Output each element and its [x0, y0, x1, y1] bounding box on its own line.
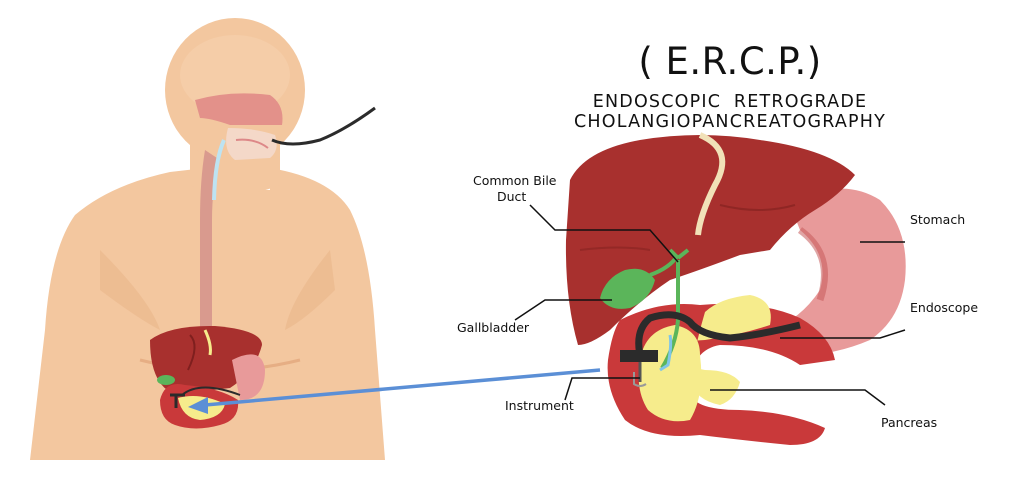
label-gallbladder: Gallbladder	[457, 320, 530, 335]
label-common-bile-duct-line1: Common Bile	[473, 173, 557, 188]
label-pancreas: Pancreas	[881, 415, 938, 430]
human-body	[30, 18, 385, 460]
label-instrument: Instrument	[505, 398, 574, 413]
connector-arrow	[188, 368, 601, 414]
label-endoscope: Endoscope	[910, 300, 979, 315]
leader-lines	[514, 204, 906, 406]
diagram-title: ( E.R.C.P.)	[638, 40, 822, 83]
diagram-subtitle: ENDOSCOPIC RETROGRADE CHOLANGIOPANCREATO…	[573, 92, 887, 132]
label-stomach: Stomach	[910, 212, 966, 227]
label-common-bile-duct-line2: Duct	[497, 189, 527, 204]
organ-detail	[565, 132, 906, 445]
